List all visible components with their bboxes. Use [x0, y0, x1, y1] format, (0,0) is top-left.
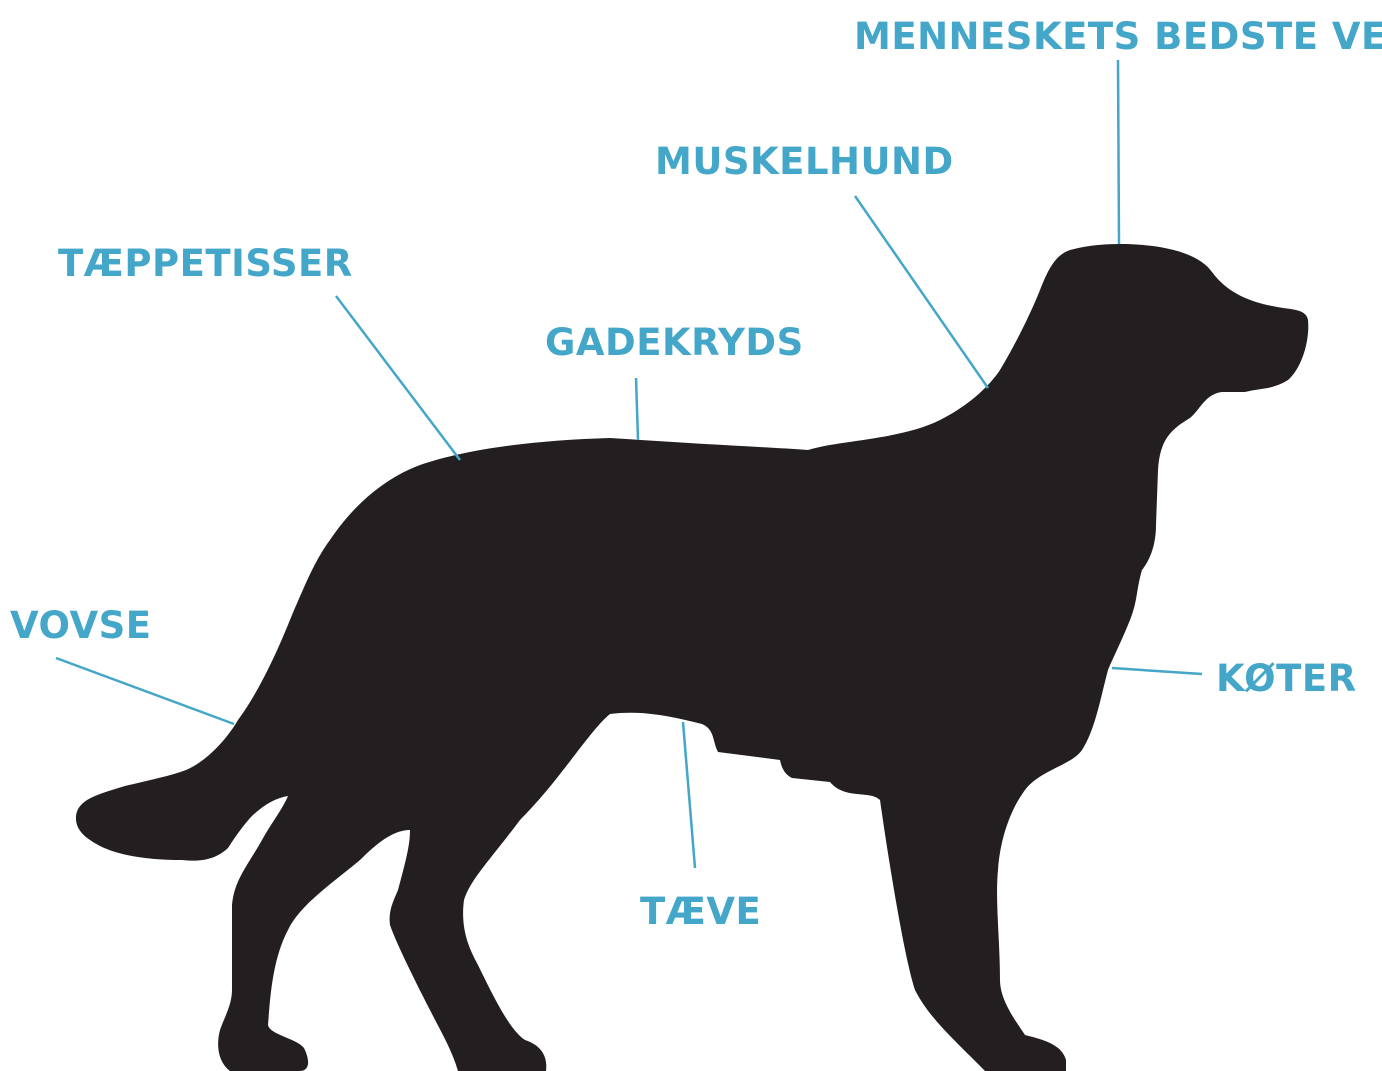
- leader-line-taeve: [683, 722, 695, 868]
- leader-line-taeppetisser: [336, 296, 460, 460]
- leader-line-vovse: [56, 658, 234, 724]
- label-muskelhund: MUSKELHUND: [655, 143, 954, 180]
- label-vovse: VOVSE: [10, 607, 152, 644]
- leader-line-muskelhund: [855, 196, 988, 388]
- label-menneskets-bedste-ven: MENNESKETS BEDSTE VEN: [854, 18, 1382, 55]
- label-gadekryds: GADEKRYDS: [545, 324, 804, 361]
- leader-line-gadekryds: [636, 378, 638, 440]
- leader-line-menneskets: [1118, 60, 1119, 244]
- leader-line-koter: [1112, 668, 1202, 674]
- label-taeve: TÆVE: [640, 893, 761, 930]
- dog-silhouette-icon: [76, 244, 1308, 1071]
- label-taeppetisser: TÆPPETISSER: [58, 245, 353, 282]
- label-koter: KØTER: [1216, 660, 1357, 697]
